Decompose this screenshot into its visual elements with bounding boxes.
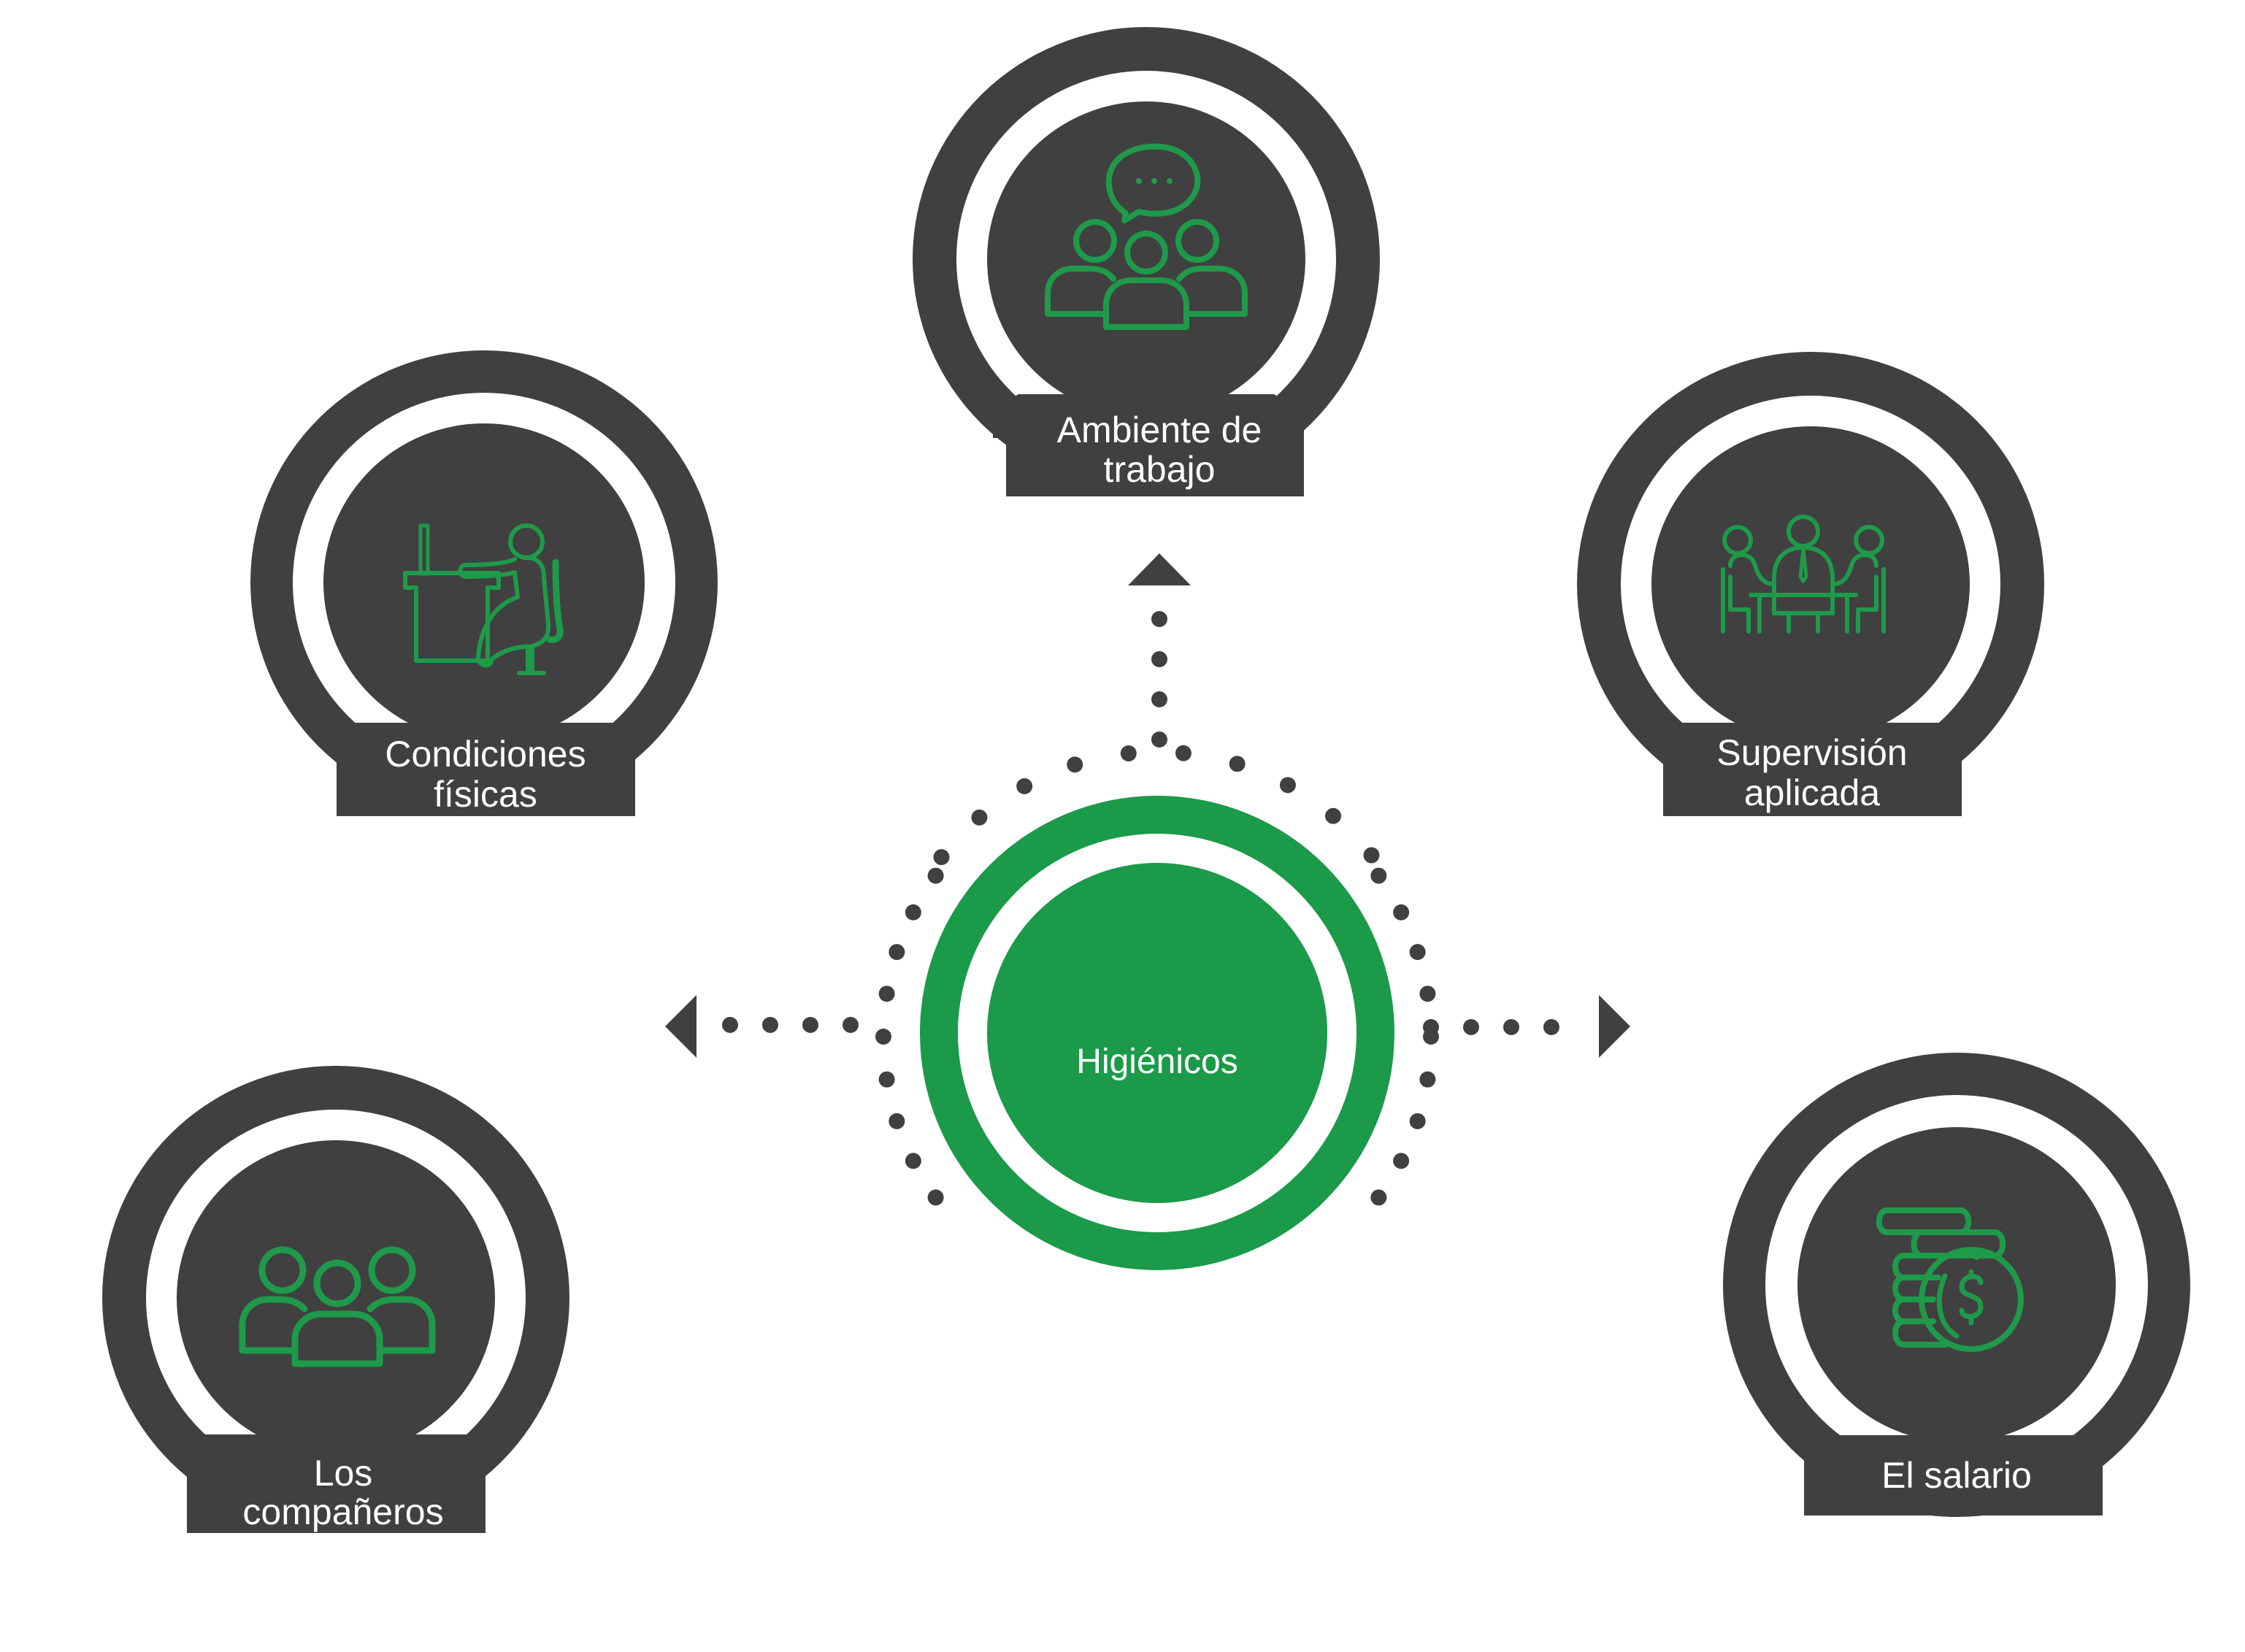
hub-dot (889, 944, 905, 961)
hub-dot (1279, 777, 1296, 794)
hub-dot (927, 1189, 944, 1206)
hub-dot (1419, 986, 1436, 1002)
arrow-left-icon (665, 995, 696, 1058)
coins-dollar-icon (1876, 1207, 2024, 1352)
arrow-up-icon (1128, 553, 1191, 585)
hub-dot (971, 809, 988, 826)
group-people-icon (239, 1246, 436, 1367)
connector-dot-left (802, 1017, 818, 1033)
connector-dot-right (1503, 1019, 1519, 1035)
hub-dot (1370, 1189, 1387, 1206)
hub-dot (933, 849, 950, 866)
hub-dot (1229, 756, 1246, 772)
hub-dot (1067, 756, 1083, 773)
label-box (1804, 1435, 2103, 1515)
badge-condiciones-fisicas: Condiciones físicas (250, 350, 718, 816)
label-box (1006, 409, 1304, 496)
hub-dot (1419, 1071, 1436, 1088)
hub-dot (875, 1029, 891, 1045)
arrow-right-icon (1599, 995, 1630, 1058)
hub-dot (1393, 904, 1410, 921)
center-hub: Higiénicos (920, 796, 1394, 1270)
hub-dot (1393, 1153, 1410, 1169)
hub-dot (905, 1153, 921, 1169)
badge-label-line: trabajo (1104, 449, 1216, 490)
hub-dot (1325, 807, 1342, 824)
connector-dot-up (1151, 651, 1167, 667)
connector-dot-left (843, 1017, 859, 1033)
hub-dot (1409, 1113, 1426, 1129)
hub-dot (1409, 944, 1426, 961)
connector-dot-up (1151, 731, 1167, 748)
badge-supervision-aplicada: Supervisión aplicada (1577, 352, 2044, 816)
meeting-table-icon (1721, 515, 1886, 634)
badge-el-salario: El salario (1723, 1053, 2190, 1517)
connector-dot-right (1463, 1019, 1479, 1035)
hub-dot (1370, 867, 1387, 884)
center-core (987, 863, 1327, 1203)
connector-dot-right (1543, 1019, 1559, 1035)
hub-dot (878, 1071, 895, 1088)
badge-label-line: Los (314, 1453, 373, 1494)
center-label: Higiénicos (1076, 1042, 1237, 1081)
badge-label-line: Ambiente de (1057, 410, 1262, 450)
badge-los-companeros: Los compañeros (102, 1066, 569, 1533)
hub-dot (1363, 847, 1380, 864)
connector-dot-left (762, 1017, 778, 1033)
team-chat-icon (1045, 143, 1248, 330)
connector-dot-up (1151, 691, 1167, 707)
label-box (1663, 723, 1962, 816)
hub-dot (1016, 778, 1033, 795)
badge-label-line: aplicada (1744, 772, 1880, 813)
desk-worker-icon (403, 523, 564, 675)
connector-dot-left (722, 1017, 738, 1033)
connector-dot-up (1151, 611, 1167, 627)
connector-dot-right (1423, 1019, 1439, 1035)
badge-label-line: Condiciones (385, 734, 586, 775)
badge-label-line: físicas (434, 774, 537, 815)
hub-dot (878, 986, 895, 1002)
label-box (187, 1434, 486, 1533)
badge-label-line: compañeros (242, 1491, 443, 1532)
badge-ambiente-de-trabajo: Ambiente de trabajo (913, 27, 1380, 496)
hub-dot (927, 867, 944, 884)
badge-label-line: El salario (1881, 1455, 2032, 1496)
label-box (337, 723, 635, 816)
hub-dot (889, 1113, 905, 1129)
dotted-connectors (722, 611, 1559, 1206)
hub-dot (1120, 745, 1137, 762)
badge-label-line: Supervisión (1716, 732, 1907, 773)
hub-dot (905, 904, 921, 921)
hub-dot (1175, 745, 1191, 761)
